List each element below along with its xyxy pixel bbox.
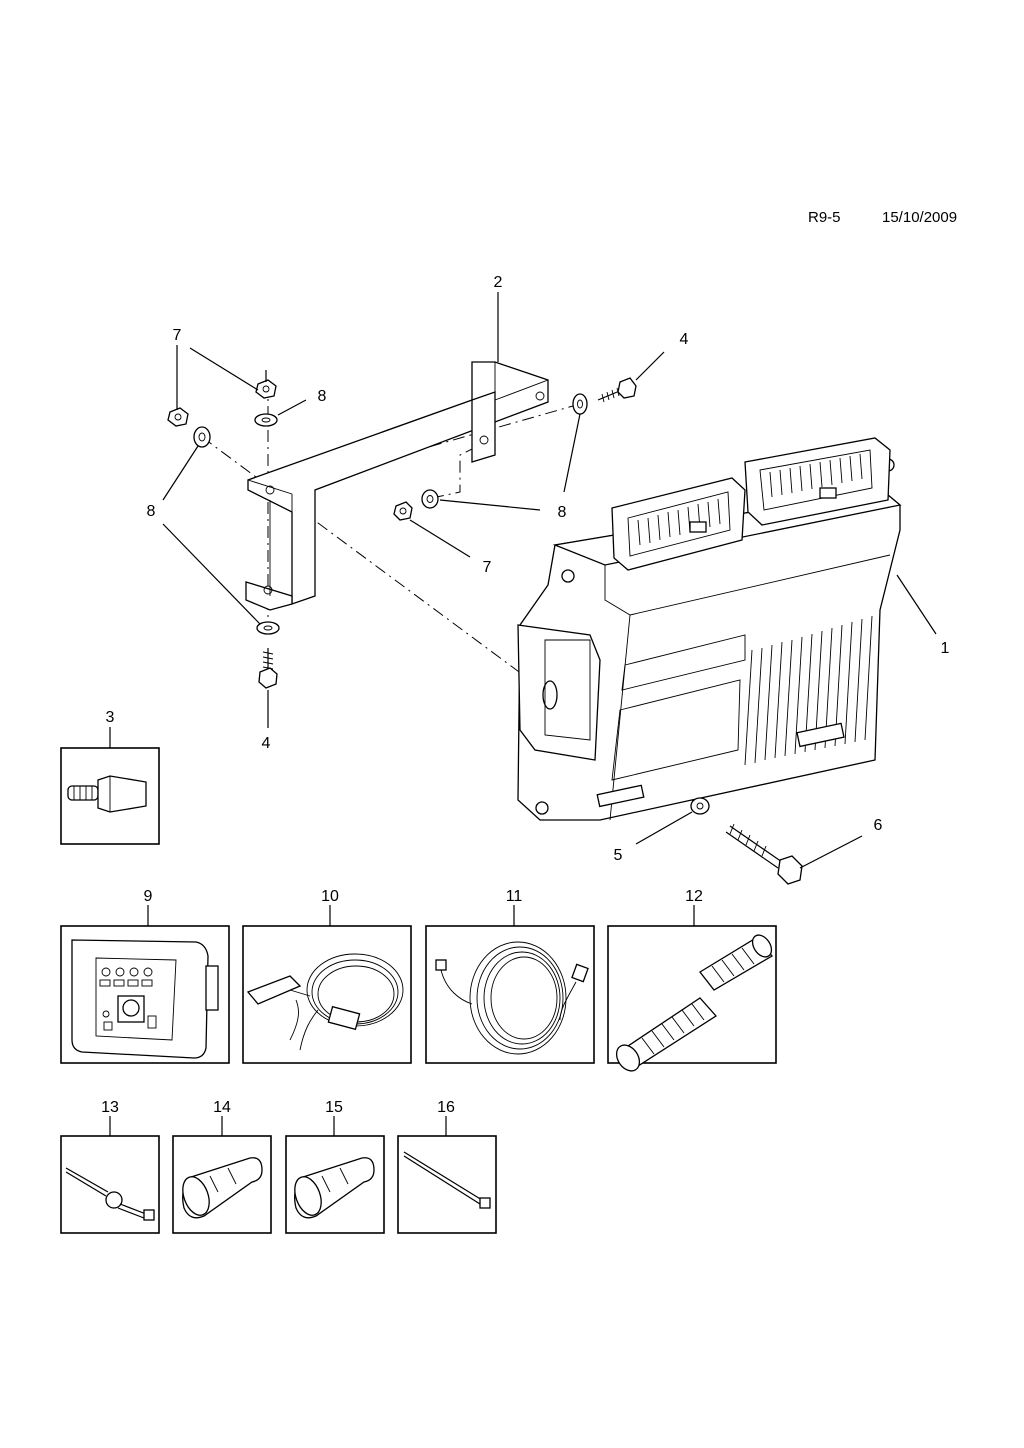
callout-1: 1 <box>941 640 950 657</box>
sensor-harness-box <box>242 925 412 1064</box>
washer-lower-left <box>256 621 280 635</box>
connector-pins-right <box>769 453 863 498</box>
callout-7-lower: 7 <box>483 559 492 576</box>
washer-right <box>572 393 588 415</box>
bracket-part <box>245 361 549 611</box>
callout-16: 16 <box>437 1099 455 1116</box>
grommet-box-b <box>285 1135 385 1234</box>
bolt-upper-right <box>597 377 637 403</box>
callout-7-upper: 7 <box>173 327 182 344</box>
washer-upper-left <box>193 426 211 448</box>
cable-tie-box <box>397 1135 497 1234</box>
callout-15: 15 <box>325 1099 343 1116</box>
nut-upper-center <box>255 379 277 399</box>
diagram-reference: R9-5 <box>808 209 841 226</box>
callout-9: 9 <box>144 888 153 905</box>
heat-sink-fins <box>744 615 873 766</box>
callout-13: 13 <box>101 1099 119 1116</box>
leader-lines <box>109 292 937 1136</box>
nut-middle <box>393 501 413 521</box>
conduit-box <box>607 925 777 1072</box>
callout-2: 2 <box>494 274 503 291</box>
washer-upper-center <box>254 413 278 427</box>
washer-lower-right <box>690 797 710 815</box>
spacer-box <box>60 747 160 845</box>
callout-numbers: 1 2 3 4 4 5 6 7 7 8 8 8 9 10 11 12 13 14… <box>101 274 949 1116</box>
callout-14: 14 <box>213 1099 231 1116</box>
extension-cable-box <box>425 925 595 1064</box>
control-unit-part <box>517 437 902 821</box>
callout-8-left: 8 <box>147 503 156 520</box>
long-bolt <box>725 823 803 885</box>
callout-3: 3 <box>106 709 115 726</box>
callout-6: 6 <box>874 817 883 834</box>
callout-11: 11 <box>506 888 523 905</box>
callout-12: 12 <box>685 888 703 905</box>
bolt-lower-left <box>258 648 278 689</box>
callout-10: 10 <box>321 888 339 905</box>
cable-tie-clip-box <box>60 1135 160 1234</box>
diagram-date: 15/10/2009 <box>882 209 958 226</box>
control-panel-box <box>60 925 230 1064</box>
washer-middle <box>421 489 439 509</box>
callout-5: 5 <box>614 847 623 864</box>
callout-8-right: 8 <box>558 504 567 521</box>
grommet-box-a <box>172 1135 272 1234</box>
callout-8-upper: 8 <box>318 388 327 405</box>
nut-upper-left <box>167 407 189 427</box>
callout-4-lower: 4 <box>262 735 271 752</box>
callout-4-upper: 4 <box>680 331 689 348</box>
